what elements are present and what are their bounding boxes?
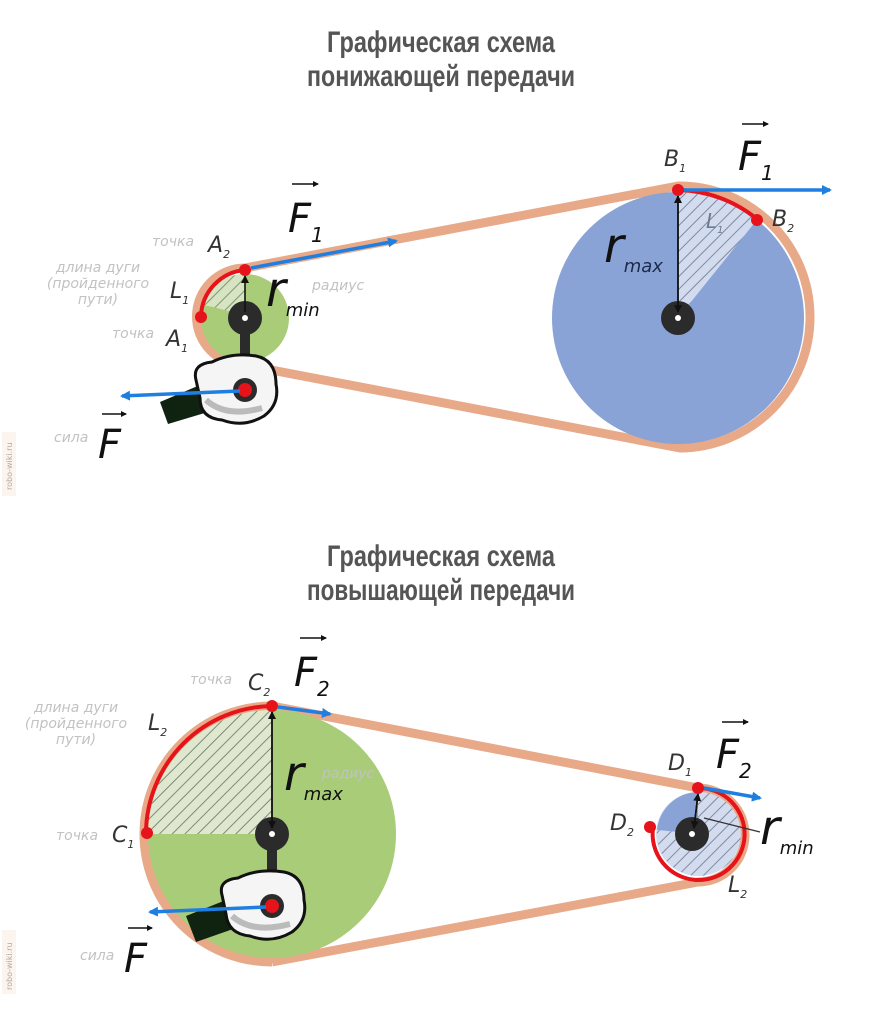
note-force-bottom: сила bbox=[80, 948, 114, 964]
arc-sector-big-bottom bbox=[148, 710, 272, 834]
label-F2-left: F2 bbox=[294, 635, 330, 701]
note-arc-length-1: длина дуги bbox=[55, 260, 140, 276]
arc-L1-small bbox=[199, 268, 246, 317]
label-F2-right: F2 bbox=[716, 719, 752, 783]
label-A2: A2 bbox=[206, 233, 230, 261]
hand-icon bbox=[160, 353, 279, 425]
point-D1 bbox=[692, 782, 704, 794]
note-point-A1: точка bbox=[112, 326, 154, 342]
label-r-max-top: rmax bbox=[604, 218, 663, 277]
label-L1-big: L1 bbox=[706, 209, 724, 236]
axle-small-top bbox=[242, 315, 248, 321]
axle-small-bottom bbox=[689, 831, 695, 837]
label-A1: A1 bbox=[164, 327, 188, 355]
watermark-text: robo-wiki.ru bbox=[5, 942, 14, 990]
label-F-top: F bbox=[98, 411, 127, 468]
label-L1-small: L1 bbox=[170, 279, 189, 307]
top-title-line2: понижающей передачи bbox=[307, 60, 575, 93]
arc-sector-big-top bbox=[678, 192, 756, 318]
svg-text:F: F bbox=[124, 936, 148, 982]
label-B2: B2 bbox=[772, 207, 794, 235]
note-arc-length-2: (пройденного bbox=[47, 276, 149, 292]
label-F1-right: F1 bbox=[738, 121, 774, 185]
note-arc-length-3: пути) bbox=[78, 292, 118, 308]
bottom-title-line2: повышающей передачи bbox=[307, 574, 575, 607]
note-arc-length-2-bottom: (пройденного bbox=[25, 716, 127, 732]
crank-handle-top bbox=[240, 318, 250, 388]
note-point-A2: точка bbox=[152, 234, 194, 250]
note-point-C1: точка bbox=[56, 828, 98, 844]
arc-L2-big bbox=[144, 704, 273, 833]
svg-text:F: F bbox=[98, 422, 122, 468]
watermark-text: robo-wiki.ru bbox=[5, 442, 14, 490]
watermark-top: robo-wiki.ru bbox=[2, 432, 16, 496]
label-L2-big: L2 bbox=[148, 711, 167, 739]
label-D1: D1 bbox=[668, 751, 692, 779]
radius-arrow-small-bottom-2 bbox=[690, 793, 699, 829]
note-point-C2: точка bbox=[190, 672, 232, 688]
label-r-min-bottom: rmin bbox=[760, 800, 814, 859]
label-r-min-top: rmin bbox=[266, 262, 320, 321]
label-C2: C2 bbox=[248, 671, 270, 699]
top-title-line1: Графическая схема bbox=[327, 26, 555, 59]
label-r-max-bottom: rmax bbox=[284, 746, 343, 805]
force-arrow-F2-right bbox=[703, 786, 762, 802]
leader-line-r-min bbox=[703, 817, 761, 833]
label-D2: D2 bbox=[610, 811, 634, 839]
axle-big-top bbox=[675, 315, 681, 321]
note-arc-length-1-bottom: длина дуги bbox=[33, 700, 118, 716]
note-radius-bottom: радиус bbox=[321, 766, 375, 782]
force-arrow-F2 bbox=[277, 705, 332, 718]
label-B1: B1 bbox=[664, 147, 686, 175]
point-B1 bbox=[672, 184, 684, 196]
label-C1: C1 bbox=[112, 823, 134, 851]
svg-text:F2: F2 bbox=[294, 650, 330, 701]
axle-big-bottom bbox=[269, 831, 275, 837]
note-force: сила bbox=[54, 430, 88, 446]
arc-L2-small bbox=[650, 785, 747, 882]
bottom-title-line1: Графическая схема bbox=[327, 540, 555, 573]
point-B2 bbox=[751, 214, 763, 226]
note-arc-length-3-bottom: пути) bbox=[56, 732, 96, 748]
svg-text:F1: F1 bbox=[738, 134, 774, 185]
point-C2 bbox=[266, 700, 278, 712]
point-C1 bbox=[141, 827, 153, 839]
force-arrow-F-top bbox=[120, 389, 241, 401]
point-A2 bbox=[239, 264, 251, 276]
label-F-bottom: F bbox=[124, 925, 153, 982]
label-L2-small: L2 bbox=[728, 873, 747, 901]
svg-text:F2: F2 bbox=[716, 732, 752, 783]
point-A1 bbox=[195, 311, 207, 323]
point-D2 bbox=[644, 821, 656, 833]
force-arrow-F1 bbox=[250, 237, 398, 270]
watermark-bottom: robo-wiki.ru bbox=[2, 930, 16, 994]
label-F1-left: F1 bbox=[288, 181, 324, 247]
force-arrow-F-bottom bbox=[148, 905, 267, 917]
crank-handle-bottom bbox=[267, 834, 277, 904]
note-radius: радиус bbox=[311, 278, 365, 294]
svg-text:F1: F1 bbox=[288, 196, 324, 247]
